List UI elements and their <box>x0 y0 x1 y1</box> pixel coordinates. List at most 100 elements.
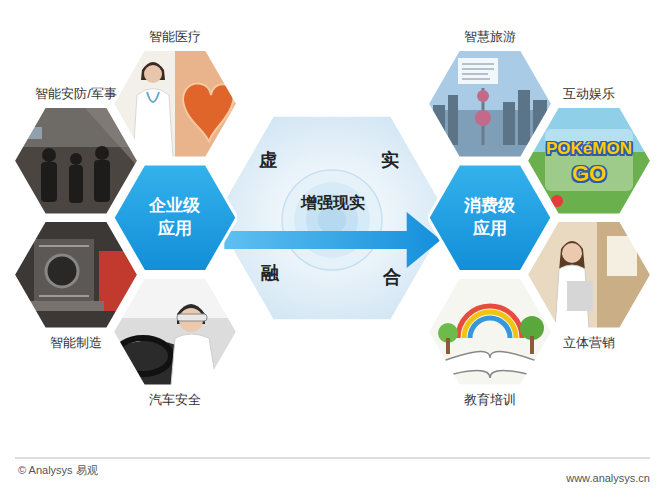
drawing-path <box>464 312 516 338</box>
hexagon-label-group: 汽车安全 <box>149 391 201 408</box>
hexagon-label-group: 智能制造 <box>50 334 102 351</box>
drawing-g <box>14 221 138 328</box>
center-hexagon <box>214 116 450 320</box>
drawing-polygon <box>14 107 138 214</box>
drawing-g <box>462 64 494 79</box>
hexagon-outline <box>428 164 552 271</box>
image-hexagon: 教育培训 <box>428 278 552 409</box>
drawing-g <box>39 246 89 296</box>
hexagon-label: 智能医疗 <box>149 28 201 45</box>
drawing-rect <box>14 107 138 214</box>
ring <box>282 170 382 270</box>
drawing-path <box>438 352 542 378</box>
drawing-rect <box>545 129 633 191</box>
drawing-polygon <box>113 164 237 271</box>
drawing-circle <box>42 148 56 162</box>
drawing-polygon <box>14 221 138 328</box>
footer-rule <box>15 458 650 459</box>
drawing-rect <box>433 105 445 145</box>
drawing-rect <box>597 221 651 328</box>
arrow-label: 增强现实 <box>301 193 365 214</box>
drawing-g <box>428 50 552 157</box>
hexagon-label-group: 智能安防/军事 <box>35 85 117 102</box>
drawing-rect <box>24 301 104 311</box>
drawing-rect <box>113 278 237 385</box>
hexagon-label: 教育培训 <box>464 391 516 408</box>
fusion-character: 虚 <box>259 148 277 172</box>
drawing-line <box>462 79 490 80</box>
drawing-circle <box>562 243 582 263</box>
drawing-polygon <box>113 278 237 385</box>
fusion-character: 合 <box>383 265 401 289</box>
drawing-line <box>39 245 89 247</box>
hexagon-text-box: 企业级 应用 <box>113 164 237 271</box>
flow-arrow <box>224 212 440 268</box>
hexagon-label: 智能安防/军事 <box>35 85 117 102</box>
drawing-rect <box>177 314 207 321</box>
drawing-polygon <box>428 50 552 157</box>
drawing-rect <box>14 221 138 328</box>
drawing-line <box>462 74 488 75</box>
drawing-path <box>458 306 522 338</box>
photo-hexagon <box>527 221 651 328</box>
drawing-g <box>527 107 651 214</box>
drawing-circle <box>144 65 162 83</box>
drawing-polygon <box>428 164 552 271</box>
photo-hexagon <box>527 107 651 214</box>
drawing-line <box>462 69 494 70</box>
drawing-g <box>428 278 552 385</box>
drawing-g <box>527 221 651 328</box>
drawing-ellipse <box>115 338 171 374</box>
drawing-circle <box>475 110 491 126</box>
hexagon-label-group: 立体营销 <box>563 334 615 351</box>
logo-text: GO <box>572 161 606 187</box>
image-hexagon: 智能安防/军事 <box>14 83 138 214</box>
drawing-rect <box>527 221 651 328</box>
drawing-rect <box>69 165 83 203</box>
drawing-rect <box>458 58 498 84</box>
drawing-rect <box>530 336 534 354</box>
drawing-polygon <box>84 107 138 167</box>
hexagon-label: 立体营销 <box>563 334 615 351</box>
category-title: 消费级 应用 <box>454 195 525 241</box>
drawing-g <box>458 306 522 338</box>
image-hexagon: 汽车安全 <box>113 278 237 409</box>
drawing-rect <box>34 239 94 309</box>
image-hexagon: 智能医疗 <box>113 26 237 157</box>
hexagon-outline <box>113 164 237 271</box>
category-title: 企业级 应用 <box>139 195 210 241</box>
drawing-g <box>113 50 237 157</box>
hexagon-label: 互动娱乐 <box>563 85 615 102</box>
fusion-character: 实 <box>381 148 399 172</box>
drawing-g <box>14 107 138 214</box>
hexagon-label: 汽车安全 <box>149 391 201 408</box>
drawing-polygon <box>428 278 552 385</box>
drawing-g <box>113 278 237 385</box>
drawing-circle <box>477 90 489 102</box>
hexagon-text-box: 消费级 应用 <box>428 164 552 271</box>
drawing-rect <box>428 278 552 385</box>
fusion-region: 虚 实融 合 <box>214 116 450 320</box>
drawing-rect <box>41 162 57 202</box>
hexagon-label-group: 智慧旅游 <box>464 28 516 45</box>
footer-text: © Analysys 易观 <box>18 463 98 478</box>
footer-text: www.analysys.cn <box>566 472 650 484</box>
fusion-character: 融 <box>261 261 279 285</box>
drawing-rect <box>567 281 593 311</box>
drawing-circle <box>70 153 82 165</box>
drawing-polygon <box>527 221 651 328</box>
photo-hexagon <box>428 50 552 157</box>
photo-hexagon <box>14 221 138 328</box>
drawing-rect <box>518 90 530 145</box>
drawing-path <box>470 318 510 338</box>
drawing-g <box>433 90 547 145</box>
drawing-circle <box>46 255 78 287</box>
drawing-rect <box>503 102 515 145</box>
photo-hexagon <box>428 278 552 385</box>
drawing-g <box>41 146 110 203</box>
hexagon-label-group: 智能医疗 <box>149 28 201 45</box>
drawing-circle <box>95 146 109 160</box>
hexagon-label: 智能制造 <box>50 334 102 351</box>
photo-hexagon <box>113 278 237 385</box>
photo-hexagon <box>113 50 237 157</box>
